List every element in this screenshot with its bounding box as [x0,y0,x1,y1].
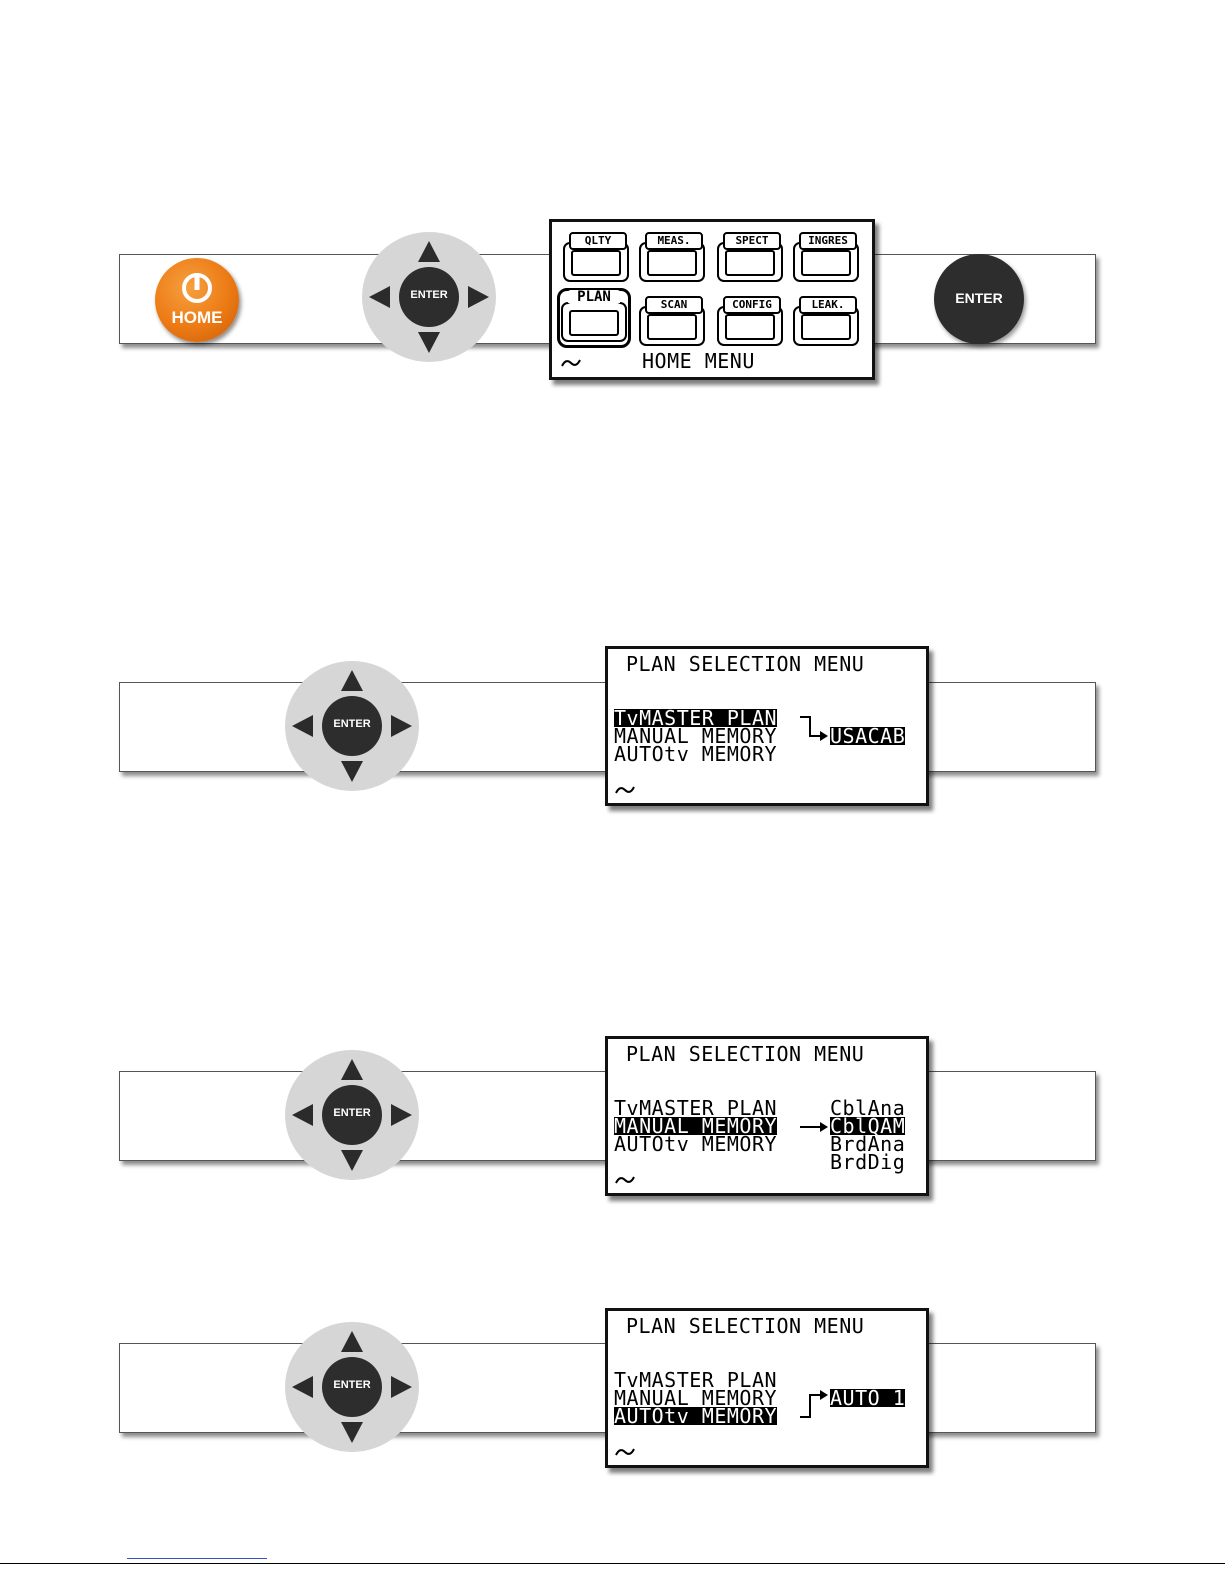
sub-item-cblana[interactable]: CblAna [830,1096,906,1120]
plan-selection-screen: PLAN SELECTION MENU TvMASTER PLAN MANUAL… [605,1036,929,1196]
enter-key-label: ENTER [410,289,448,301]
wave-icon [615,786,635,794]
arrow-down-icon [341,1422,363,1443]
footer-rule [0,1563,1225,1564]
menu-item-manual-memory[interactable]: MANUAL MEMORY [614,724,778,748]
wave-icon [615,1176,635,1184]
dpad-icon [285,1050,419,1180]
arrow-down-icon [418,332,440,353]
branch-arrow-icon [800,1390,828,1418]
arrow-up-icon [341,1331,363,1352]
navigation-dpad[interactable]: ENTER [362,232,496,362]
power-icon [182,273,212,303]
tile-spect[interactable]: SPECT [717,232,783,284]
dpad-icon [362,232,496,362]
screen-title: PLAN SELECTION MENU [626,1314,865,1338]
enter-button-label: ENTER [955,290,1003,306]
arrow-up-icon [341,1059,363,1080]
enter-key-label: ENTER [333,1107,371,1119]
menu-item-autotv-memory[interactable]: AUTOtv MEMORY [614,1132,778,1156]
menu-item-tvmaster-plan[interactable]: TvMASTER PLAN [614,1368,778,1392]
branch-arrow-icon [800,716,828,741]
sub-item-brddig[interactable]: BrdDig [830,1150,906,1174]
tile-plan[interactable]: PLAN [557,288,631,348]
menu-item-manual-memory[interactable]: MANUAL MEMORY [614,1386,778,1410]
enter-key-label: ENTER [333,1379,371,1391]
arrow-left-icon [292,1376,313,1398]
sub-item-usacab[interactable]: USACAB [830,724,906,748]
tile-ingres[interactable]: INGRES [793,232,859,284]
arrow-left-icon [292,715,313,737]
home-button[interactable]: HOME [155,258,239,342]
arrow-right-icon [391,1104,412,1126]
arrow-right-icon [391,715,412,737]
arrow-up-icon [418,241,440,262]
tile-leak[interactable]: LEAK. [793,296,859,348]
wave-icon [615,1448,635,1456]
footer-link-underline[interactable] [127,1558,267,1559]
arrow-up-icon [341,670,363,691]
arrow-right-icon [391,1376,412,1398]
home-menu-screen: QLTY MEAS. SPECT INGRES PLAN SCAN CONFIG… [549,219,875,380]
plan-selection-screen: PLAN SELECTION MENU TvMASTER PLAN MANUAL… [605,646,929,806]
navigation-dpad[interactable]: ENTER [285,661,419,791]
tile-config[interactable]: CONFIG [717,296,783,348]
tile-meas[interactable]: MEAS. [639,232,705,284]
menu-item-autotv-memory[interactable]: AUTOtv MEMORY [614,742,778,766]
wave-icon [561,359,581,367]
plan-selection-screen: PLAN SELECTION MENU TvMASTER PLAN MANUAL… [605,1308,929,1468]
menu-item-manual-memory[interactable]: MANUAL MEMORY [614,1114,778,1138]
home-button-label: HOME [171,308,223,327]
sub-item-cblqam[interactable]: CblQAM [830,1114,906,1138]
tile-scan[interactable]: SCAN [639,296,705,348]
enter-key-label: ENTER [333,718,371,730]
screen-title: PLAN SELECTION MENU [626,652,865,676]
arrow-left-icon [292,1104,313,1126]
arrow-down-icon [341,1150,363,1171]
sub-item-brdana[interactable]: BrdAna [830,1132,906,1156]
menu-item-tvmaster-plan[interactable]: TvMASTER PLAN [614,1096,778,1120]
home-menu-title: HOME MENU [642,349,755,373]
navigation-dpad[interactable]: ENTER [285,1322,419,1452]
sub-item-auto-1[interactable]: AUTO 1 [830,1386,906,1410]
enter-button[interactable]: ENTER [934,254,1024,344]
arrow-right-icon [800,1122,828,1132]
menu-item-tvmaster-plan[interactable]: TvMASTER PLAN [614,706,778,730]
navigation-dpad[interactable]: ENTER [285,1050,419,1180]
tile-qlty[interactable]: QLTY [563,232,629,284]
menu-item-autotv-memory[interactable]: AUTOtv MEMORY [614,1404,778,1428]
dpad-icon [285,661,419,791]
arrow-down-icon [341,761,363,782]
screen-title: PLAN SELECTION MENU [626,1042,865,1066]
arrow-left-icon [369,286,390,308]
arrow-right-icon [468,286,489,308]
dpad-icon [285,1322,419,1452]
